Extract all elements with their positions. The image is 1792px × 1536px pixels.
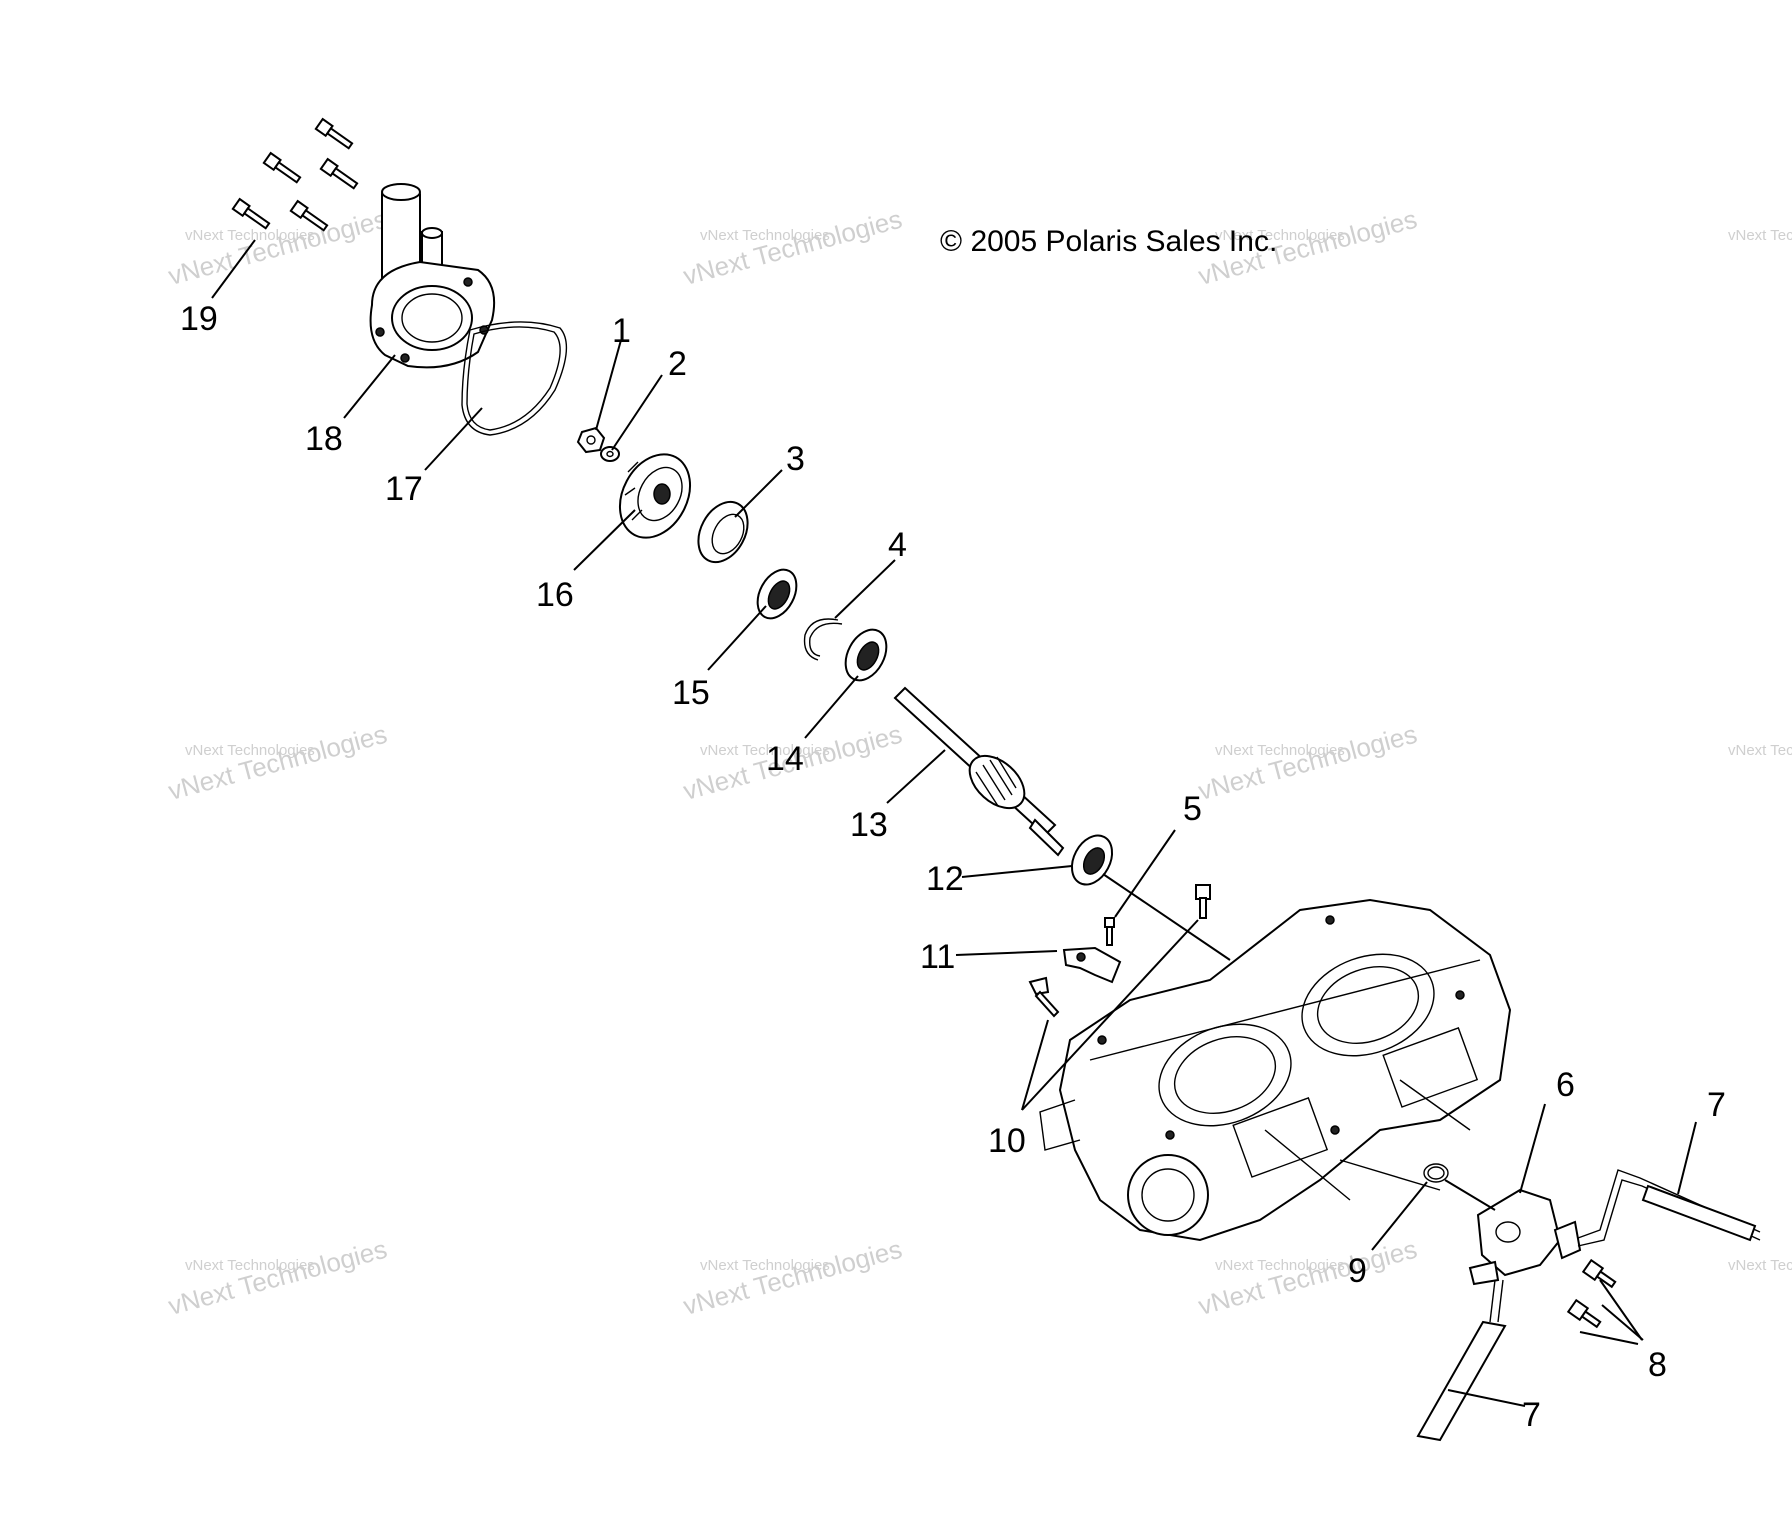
watermark-line-large: vNext Technologies [680, 1234, 905, 1321]
watermark-line-large: vNext Technologies [165, 719, 390, 806]
callout-7-upper: 7 [1707, 1086, 1726, 1124]
leader-lines [211, 239, 1697, 1407]
part-5-screw [1104, 917, 1115, 946]
part-16-impeller [618, 453, 692, 539]
watermark-line-small: vNext Technologies [700, 742, 830, 759]
watermark-line-small: vNext Technologies [185, 742, 315, 759]
part-11-bracket [1062, 946, 1122, 984]
watermark-line-small: vNext Technologies [700, 227, 830, 244]
part-4-snap-ring [803, 618, 843, 661]
watermark: vNext Technologies vNext Technologies [165, 1234, 390, 1321]
part-10-fasteners [1028, 884, 1211, 1018]
watermark: vNext Technologies vNext Technologies [680, 1234, 905, 1321]
engine-crankcase [1039, 898, 1512, 1242]
callout-3: 3 [786, 440, 805, 478]
watermark: vNext Technologies vNext Technologies [1195, 1234, 1420, 1321]
watermark: vNext Technologies [1728, 742, 1792, 759]
part-2-washer [600, 446, 620, 462]
part-9-o-ring [1423, 1163, 1449, 1183]
watermark-line-large: vNext Technologies [165, 204, 390, 291]
part-1-nut [576, 426, 606, 454]
watermark-line-small: vNext Technologies [700, 1257, 830, 1274]
watermark-line-small: vNext Technologies [185, 1257, 315, 1274]
callout-17: 17 [385, 470, 423, 508]
watermark-line-large: vNext Technologies [165, 1234, 390, 1321]
watermark-line-large: vNext Technologies [1195, 1234, 1420, 1321]
watermark-line-small: vNext Technologies [1215, 1257, 1345, 1274]
callout-7-lower: 7 [1522, 1396, 1541, 1434]
callout-8: 8 [1648, 1346, 1667, 1384]
callout-4: 4 [888, 526, 907, 564]
callout-5: 5 [1183, 790, 1202, 828]
watermark-line-small: vNext Technologies [1728, 227, 1792, 244]
watermark-line-large: vNext Technologies [680, 204, 905, 291]
watermark: vNext Technologies vNext Technologies [1195, 719, 1420, 806]
callout-14: 14 [766, 740, 804, 778]
part-17-gasket [461, 321, 568, 436]
callout-13: 13 [850, 806, 888, 844]
part-19-bolts [231, 117, 359, 232]
watermark-line-small: vNext Technologies [1215, 227, 1345, 244]
watermark: vNext Technologies vNext Technologies [165, 719, 390, 806]
watermark-line-small: vNext Technologies [1215, 742, 1345, 759]
callout-2: 2 [668, 345, 687, 383]
part-7-oil-lines [1416, 1169, 1761, 1442]
callout-1: 1 [612, 312, 631, 350]
copyright-text: © 2005 Polaris Sales Inc. [940, 225, 1277, 258]
part-6-oil-pump [1468, 1188, 1582, 1286]
watermark-line-small: vNext Technologies [1728, 1257, 1792, 1274]
callout-9: 9 [1348, 1252, 1367, 1290]
part-14-bearing [844, 628, 888, 682]
callout-19: 19 [180, 300, 218, 338]
callout-15: 15 [672, 674, 710, 712]
watermark-line-small: vNext Technologies [185, 227, 315, 244]
watermark: vNext Technologies [1728, 227, 1792, 244]
part-8-bolts [1566, 1258, 1617, 1329]
part-18-pump-cover [369, 183, 496, 369]
callout-labels: 19 18 17 1 2 3 16 4 15 14 13 12 5 11 10 … [180, 300, 1726, 1434]
callout-10: 10 [988, 1122, 1026, 1160]
part-13-shaft [893, 686, 1065, 857]
callout-11: 11 [920, 938, 955, 976]
watermark: vNext Technologies [1728, 1257, 1792, 1274]
part-15-bearing [756, 568, 798, 620]
watermark: vNext Technologies vNext Technologies [165, 204, 390, 291]
callout-18: 18 [305, 420, 343, 458]
callout-16: 16 [536, 576, 574, 614]
watermark-line-small: vNext Technologies [1728, 742, 1792, 759]
watermark-line-large: vNext Technologies [1195, 719, 1420, 806]
part-12-bearing [1070, 834, 1114, 886]
watermark: vNext Technologies vNext Technologies [680, 204, 905, 291]
callout-6: 6 [1556, 1066, 1575, 1104]
callout-12: 12 [926, 860, 964, 898]
